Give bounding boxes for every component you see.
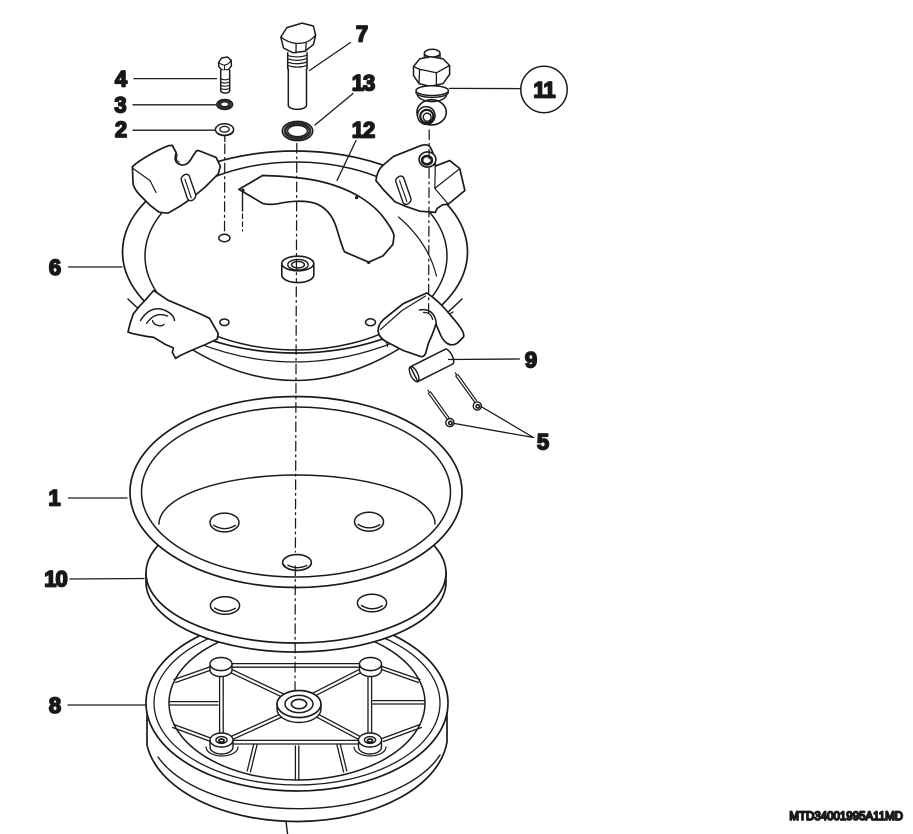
svg-text:1: 1 [48, 486, 60, 511]
svg-text:5: 5 [537, 430, 549, 455]
svg-text:2: 2 [115, 117, 127, 142]
svg-text:10: 10 [44, 567, 67, 592]
svg-text:3: 3 [114, 93, 126, 118]
svg-text:12: 12 [352, 118, 375, 143]
svg-text:6: 6 [49, 255, 61, 280]
svg-text:11: 11 [533, 78, 555, 103]
svg-text:13: 13 [352, 71, 375, 96]
svg-text:4: 4 [115, 67, 128, 92]
svg-text:9: 9 [525, 348, 537, 373]
svg-text:MTD34001995A11MD: MTD34001995A11MD [789, 811, 903, 823]
svg-text:8: 8 [49, 693, 61, 718]
svg-text:7: 7 [356, 22, 368, 47]
